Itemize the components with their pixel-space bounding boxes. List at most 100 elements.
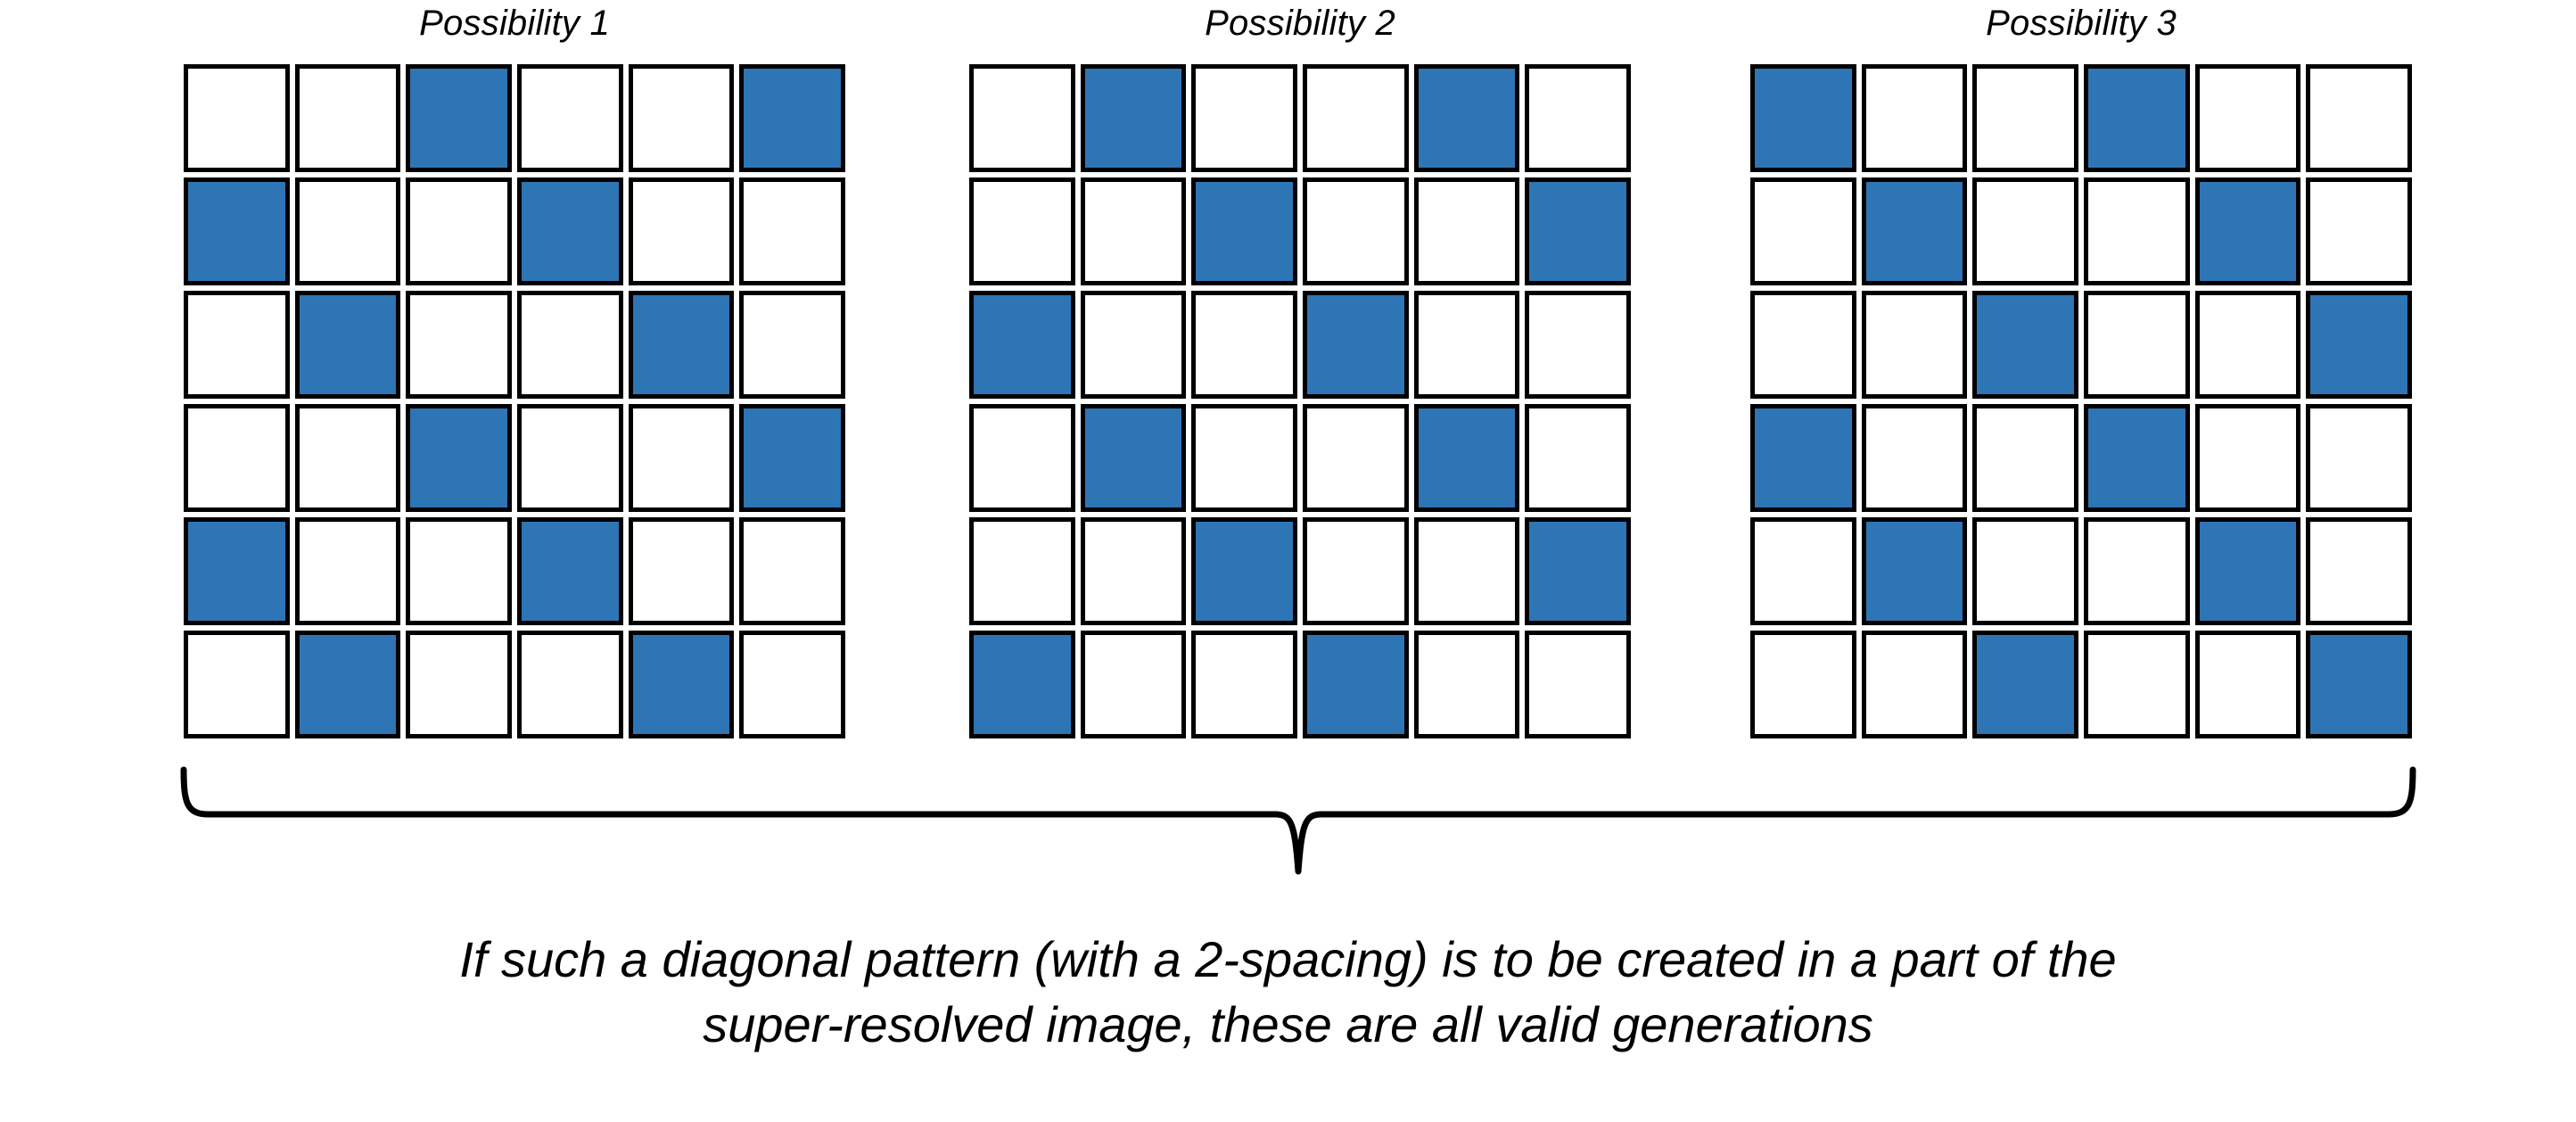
grid-cell-filled bbox=[516, 517, 623, 625]
grid-cell-filled bbox=[1413, 64, 1520, 172]
grid-cell-filled bbox=[1525, 517, 1631, 625]
grid-cell-empty bbox=[1861, 404, 1968, 512]
panel-title-possibility-3: Possibility 3 bbox=[1986, 4, 2177, 43]
grid-cell-empty bbox=[739, 517, 845, 625]
pixel-grid-possibility-1 bbox=[184, 64, 845, 738]
grid-cell-empty bbox=[1191, 631, 1297, 738]
grid-cell-filled bbox=[739, 404, 845, 512]
grid-cell-empty bbox=[294, 64, 401, 172]
grid-cell-empty bbox=[184, 64, 290, 172]
grid-cell-empty bbox=[2083, 631, 2190, 738]
figure-caption: If such a diagonal pattern (with a 2-spa… bbox=[0, 928, 2576, 1058]
pixel-grid-possibility-2 bbox=[969, 64, 1631, 738]
grid-cell-filled bbox=[1191, 177, 1297, 285]
grid-cell-empty bbox=[516, 404, 623, 512]
grid-cell-filled bbox=[1750, 64, 1856, 172]
grid-cell-empty bbox=[516, 64, 623, 172]
grid-cell-empty bbox=[516, 291, 623, 399]
grid-cell-filled bbox=[406, 404, 512, 512]
grid-cell-filled bbox=[2083, 404, 2190, 512]
grid-cell-filled bbox=[1972, 631, 2078, 738]
grid-cell-filled bbox=[2194, 517, 2301, 625]
grid-cell-filled bbox=[184, 177, 290, 285]
grid-cell-empty bbox=[516, 631, 623, 738]
grid-cell-filled bbox=[1525, 177, 1631, 285]
grid-cell-filled bbox=[1413, 404, 1520, 512]
grid-cell-filled bbox=[1972, 291, 2078, 399]
caption-line-2: super-resolved image, these are all vali… bbox=[703, 995, 1873, 1052]
grid-cell-empty bbox=[2306, 404, 2412, 512]
grid-cell-filled bbox=[516, 177, 623, 285]
grid-cell-empty bbox=[628, 64, 735, 172]
grid-cell-filled bbox=[1302, 291, 1409, 399]
grid-cell-filled bbox=[1861, 517, 1968, 625]
grid-cell-filled bbox=[1302, 631, 1409, 738]
grid-cell-empty bbox=[2306, 517, 2412, 625]
grid-cell-empty bbox=[1413, 291, 1520, 399]
grid-cell-empty bbox=[2083, 177, 2190, 285]
grid-cell-empty bbox=[2306, 64, 2412, 172]
grid-cell-empty bbox=[1080, 631, 1187, 738]
grid-cell-filled bbox=[739, 64, 845, 172]
grid-cell-filled bbox=[2306, 291, 2412, 399]
grid-cell-filled bbox=[184, 517, 290, 625]
grid-cell-empty bbox=[184, 291, 290, 399]
grid-cell-filled bbox=[2194, 177, 2301, 285]
grid-cell-filled bbox=[2083, 64, 2190, 172]
grid-cell-filled bbox=[294, 291, 401, 399]
grid-cell-filled bbox=[628, 291, 735, 399]
grid-cell-empty bbox=[739, 291, 845, 399]
grouping-brace-icon bbox=[180, 766, 2416, 875]
grid-cell-empty bbox=[1191, 64, 1297, 172]
grid-cell-filled bbox=[2306, 631, 2412, 738]
grid-cell-filled bbox=[1861, 177, 1968, 285]
grid-cell-empty bbox=[1302, 64, 1409, 172]
grid-cell-empty bbox=[1750, 517, 1856, 625]
grid-cell-empty bbox=[2194, 404, 2301, 512]
grid-cell-empty bbox=[294, 404, 401, 512]
grid-cell-filled bbox=[294, 631, 401, 738]
grid-cell-empty bbox=[1861, 631, 1968, 738]
grid-cell-filled bbox=[969, 291, 1075, 399]
caption-line-1: If such a diagonal pattern (with a 2-spa… bbox=[459, 931, 2117, 987]
grid-cell-filled bbox=[1080, 64, 1187, 172]
grid-cell-empty bbox=[1525, 631, 1631, 738]
grid-cell-empty bbox=[2194, 631, 2301, 738]
grid-cell-empty bbox=[1302, 404, 1409, 512]
grid-cell-empty bbox=[628, 177, 735, 285]
grid-cell-empty bbox=[1302, 177, 1409, 285]
grid-cell-empty bbox=[1750, 177, 1856, 285]
grid-cell-empty bbox=[969, 64, 1075, 172]
panel-title-possibility-1: Possibility 1 bbox=[419, 4, 610, 43]
grid-cell-filled bbox=[628, 631, 735, 738]
grid-cell-empty bbox=[294, 177, 401, 285]
grid-cell-filled bbox=[1191, 517, 1297, 625]
grid-cell-empty bbox=[1972, 517, 2078, 625]
grid-cell-empty bbox=[1413, 517, 1520, 625]
grid-cell-empty bbox=[2083, 517, 2190, 625]
grid-cell-filled bbox=[1750, 404, 1856, 512]
grid-cell-empty bbox=[1080, 291, 1187, 399]
grid-cell-empty bbox=[1525, 291, 1631, 399]
grid-cell-empty bbox=[406, 517, 512, 625]
grid-cell-empty bbox=[406, 631, 512, 738]
grid-cell-empty bbox=[739, 177, 845, 285]
grid-cell-empty bbox=[1525, 404, 1631, 512]
pixel-grid-possibility-3 bbox=[1750, 64, 2412, 738]
grouping-brace bbox=[178, 763, 2418, 879]
grid-cell-empty bbox=[739, 631, 845, 738]
grid-cell-empty bbox=[2306, 177, 2412, 285]
grid-cell-empty bbox=[2194, 64, 2301, 172]
grid-cell-empty bbox=[1191, 404, 1297, 512]
grid-cell-empty bbox=[628, 404, 735, 512]
grid-cell-filled bbox=[406, 64, 512, 172]
grid-cell-filled bbox=[969, 631, 1075, 738]
grid-cell-empty bbox=[294, 517, 401, 625]
grid-cell-empty bbox=[1525, 64, 1631, 172]
grid-cell-empty bbox=[184, 404, 290, 512]
grid-cell-empty bbox=[1080, 177, 1187, 285]
panel-title-possibility-2: Possibility 2 bbox=[1205, 4, 1395, 43]
grid-cell-filled bbox=[1080, 404, 1187, 512]
grid-cell-empty bbox=[1972, 177, 2078, 285]
grid-cell-empty bbox=[406, 291, 512, 399]
